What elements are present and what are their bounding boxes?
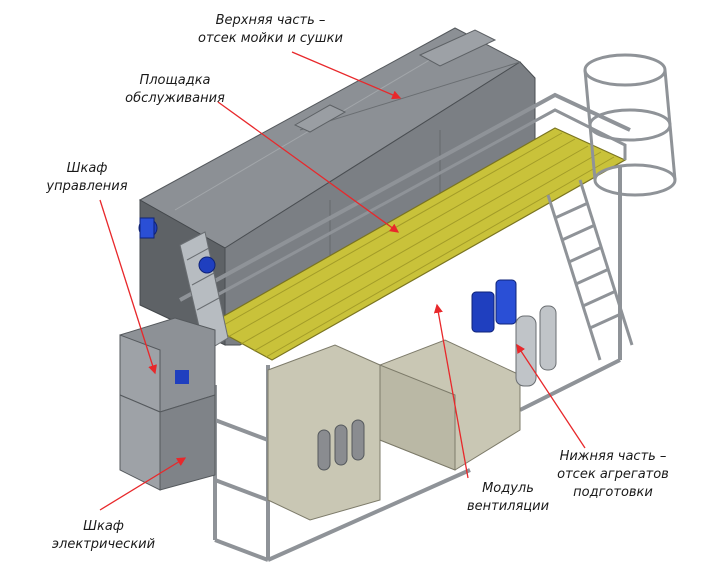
label-service-platform: Площадка обслуживания xyxy=(120,72,230,108)
drive-motors xyxy=(138,217,216,274)
label-upper-line-1: Верхняя часть – xyxy=(215,13,326,28)
arrow-ventilation xyxy=(433,303,469,479)
arrow-platform xyxy=(217,101,400,233)
label-upper-line-2: отсек мойки и сушки xyxy=(198,31,343,46)
arrow-upper xyxy=(291,51,402,100)
label-lower-line-1: Нижняя часть – xyxy=(559,449,667,464)
ventilation-tank xyxy=(379,339,521,471)
arrow-electric-cabinet xyxy=(99,457,187,511)
arrow-lower xyxy=(516,343,586,449)
label-electric-cabinet: Шкаф электрический xyxy=(46,518,161,554)
label-control-line-2: управления xyxy=(46,179,128,194)
label-control-cabinet: Шкаф управления xyxy=(42,160,132,196)
label-electric-line-1: Шкаф xyxy=(83,519,124,534)
label-ventilation-line-2: вентиляции xyxy=(466,499,550,514)
label-platform-line-2: обслуживания xyxy=(125,91,225,106)
access-ladder xyxy=(546,53,677,361)
control-cabinet-body xyxy=(119,317,216,413)
label-control-line-1: Шкаф xyxy=(66,161,108,176)
label-ventilation-module: Модуль вентиляции xyxy=(458,480,558,516)
pump-units xyxy=(471,279,557,387)
filter-block xyxy=(267,344,381,521)
callout-arrows xyxy=(99,51,586,511)
label-upper-section: Верхняя часть – отсек мойки и сушки xyxy=(198,12,343,48)
label-platform-line-1: Площадка xyxy=(139,73,211,88)
inclined-chute xyxy=(179,231,229,353)
label-lower-line-3: подготовки xyxy=(573,485,653,500)
label-lower-line-2: отсек агрегатов xyxy=(557,467,669,482)
electric-cabinet-body xyxy=(119,394,216,491)
label-electric-line-2: электрический xyxy=(51,537,156,552)
label-lower-section: Нижняя часть – отсек агрегатов подготовк… xyxy=(548,448,678,502)
label-ventilation-line-1: Модуль xyxy=(482,481,534,496)
arrow-control-cabinet xyxy=(99,199,157,375)
